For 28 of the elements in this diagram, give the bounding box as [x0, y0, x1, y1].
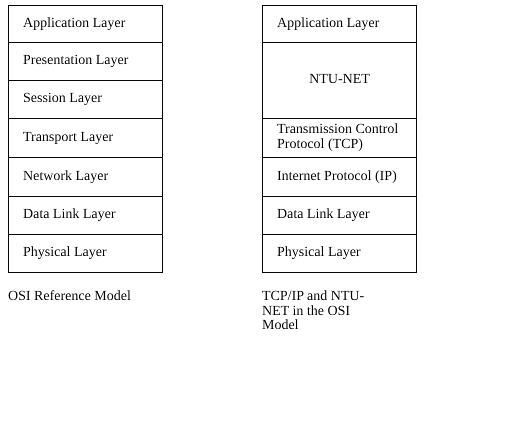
layer-name: Internet Protocol (IP) [277, 170, 397, 184]
layer-name: Transport Layer [23, 130, 114, 146]
layer-name: Data Link Layer [277, 208, 370, 223]
layer-name: NTU-NET [309, 73, 370, 88]
layer-name: Physical Layer [23, 246, 107, 261]
layer-name: Session Layer [23, 92, 102, 107]
layer-box [262, 42, 417, 119]
layer-name: Network Layer [23, 170, 108, 184]
layer-box [262, 196, 417, 235]
layer-box [8, 234, 163, 273]
layer-box [262, 157, 417, 197]
layer-box [8, 80, 163, 119]
layer-name: Data Link Layer [23, 208, 116, 223]
layer-box [8, 5, 163, 43]
layer-box [262, 118, 417, 158]
layer-box [8, 42, 163, 81]
layer-box [8, 196, 163, 235]
layer-name: Physical Layer [277, 246, 361, 261]
column-caption: OSI Reference Model [8, 290, 132, 305]
layer-box [8, 157, 163, 197]
layer-name: Application Layer [277, 16, 380, 32]
layer-box [262, 5, 417, 43]
layer-box [262, 234, 417, 273]
layer-name: Presentation Layer [23, 54, 128, 69]
layer-box [8, 118, 163, 158]
layer-name: Application Layer [23, 16, 126, 32]
layer-name: Transmission Control Protocol (TCP) [277, 123, 400, 153]
column-caption: TCP/IP and NTU-NET in the OSI Model [262, 290, 366, 334]
